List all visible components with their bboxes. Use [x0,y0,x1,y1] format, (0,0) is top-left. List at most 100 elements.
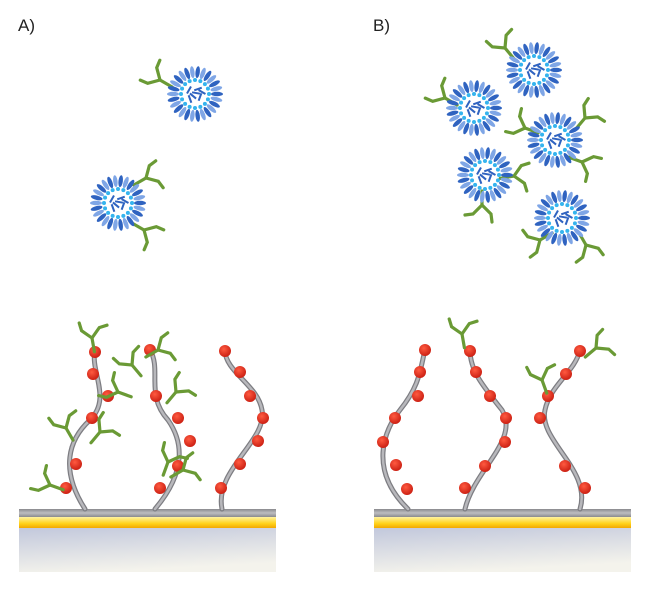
lipid [485,118,496,127]
lipid [195,66,200,79]
lipid-head [560,202,564,206]
lipid-head [484,111,489,116]
binding-bead [479,460,491,472]
lipid [570,231,579,242]
lipid-head [543,128,548,133]
cargo-molecule [536,68,542,78]
binding-bead [234,366,246,378]
antibody [89,410,122,445]
antibody-arm [504,126,527,136]
lipid [90,200,102,206]
lipid [577,210,590,216]
antibody-arm [503,27,514,50]
lipid [490,105,502,111]
antibody [525,363,557,395]
surface-layer [374,509,631,517]
lipid [482,121,491,132]
lipid-head [484,100,489,105]
antibody-stem [48,483,65,492]
cargo-molecule [470,105,480,109]
lipid [542,46,551,57]
lipid [537,224,548,232]
antibody-arm [517,107,527,130]
lipid [578,215,590,221]
lipid [569,146,580,154]
lipid-head [205,86,210,91]
lipid [545,51,556,60]
liposome-core [463,97,485,119]
cargo-molecule [551,137,561,141]
lipid [576,224,587,232]
lipid [499,161,510,169]
lipid [190,109,195,122]
lipid [93,189,104,197]
polymer-strand [215,345,269,512]
antibody-arm [130,344,141,367]
lipid [534,220,547,226]
lipid [167,91,179,97]
lipid [570,132,583,138]
binding-bead [484,390,496,402]
lipid-head [103,195,108,200]
antibody [144,331,177,362]
cargo-molecule [556,216,564,224]
lipid [501,172,513,178]
lipid-head [121,188,126,193]
lipid [493,188,502,199]
lipid-head [180,86,185,91]
antibody [97,371,133,400]
cargo-molecule [112,201,120,209]
lipid [190,66,195,79]
lipid-head [483,187,487,191]
antibody-arm [580,160,590,183]
substrate [374,528,631,572]
antibody-arm [594,346,617,357]
lipid [571,137,583,143]
antibody-arm [423,96,447,103]
lipid-head [183,101,188,106]
lipid-head [488,160,493,165]
lipid-head [572,210,577,215]
lipid [96,184,107,193]
lipid-head [128,206,133,211]
lipid-head [198,104,203,109]
lipid [170,80,181,88]
antibody-arm [580,154,603,164]
antibody-arm [156,348,177,362]
cargo-molecule [537,65,545,71]
cargo-molecule [560,210,570,216]
cargo-molecule [468,106,476,114]
lipid-head [473,182,478,187]
cargo-molecule [476,106,482,116]
binding-bead [150,390,162,402]
lipid [540,199,551,208]
cargo-molecule [198,89,206,95]
cargo-molecule [564,216,570,226]
lipid [549,62,562,68]
lipid [573,228,584,237]
lipid [210,96,223,102]
lipid [544,113,551,126]
lipid [199,67,206,80]
lipid [555,155,560,168]
lipid [107,176,114,189]
surface-layer [19,509,276,517]
cargo-molecule [558,135,566,141]
cargo-molecule [116,195,126,201]
lipid-head [198,79,203,84]
lipid-head [125,210,130,215]
lipid-head [495,167,500,172]
lipid-head [547,150,552,155]
lipid-head [110,188,115,193]
lipid-head [110,213,115,218]
lipid [210,86,223,92]
lipid [500,177,513,183]
antibody [111,344,143,378]
lipid-head [488,185,493,190]
liposome-core [544,129,566,151]
cargo-molecule [532,62,542,68]
lipid [485,89,496,98]
lipid [566,191,573,204]
lipid [517,46,526,57]
binding-bead [215,482,227,494]
